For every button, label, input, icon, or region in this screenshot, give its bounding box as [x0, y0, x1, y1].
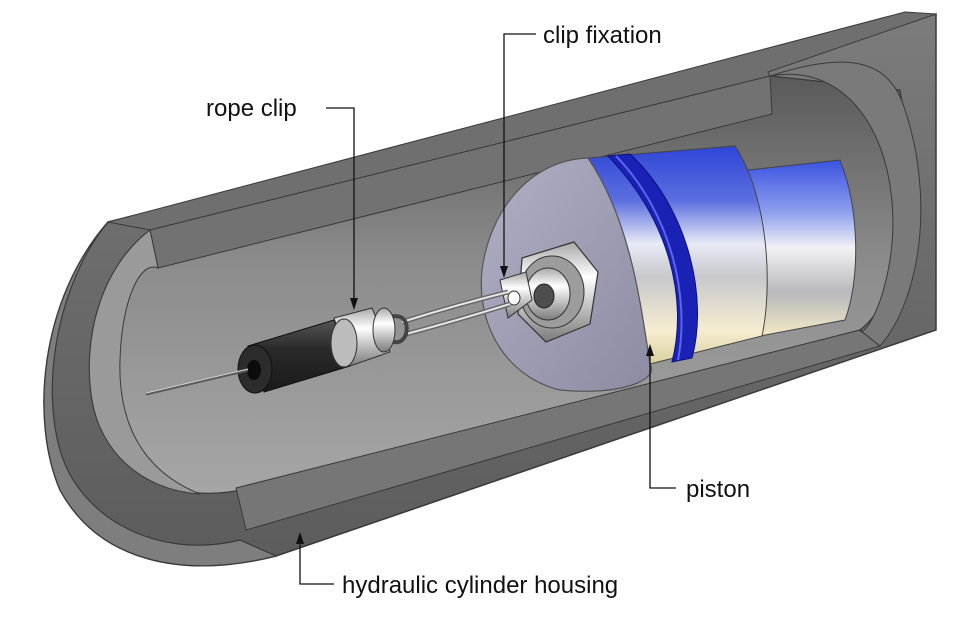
- leader-lines: [296, 33, 676, 585]
- piston-arrowhead: [646, 344, 654, 356]
- seal-ring: [606, 153, 698, 363]
- housing-leader: [299, 540, 334, 585]
- nut-bore: [533, 283, 555, 309]
- eye-bolt-hole: [507, 290, 521, 306]
- clip-fixation-arrowhead: [500, 266, 508, 278]
- housing-inner-left-lip: [88, 229, 201, 495]
- rope-clip: [145, 307, 396, 396]
- rope: [145, 368, 249, 396]
- wire-loop-lower-core: [405, 303, 511, 335]
- piston-assembly: [480, 145, 857, 392]
- rope-clip-leader: [326, 107, 355, 302]
- piston-leader: [649, 352, 676, 489]
- rope-clip-label: rope clip: [206, 95, 297, 122]
- rope-clip-ferrule-rear: [372, 307, 396, 353]
- piston-label: piston: [686, 476, 750, 503]
- clip-fixation: [499, 241, 599, 343]
- rope-clip-sleeve-bore: [247, 360, 261, 380]
- seal-ring-highlight: [615, 155, 683, 361]
- housing-arrowhead: [296, 532, 304, 544]
- wire-loop-upper-core: [401, 291, 509, 323]
- rope-clip-ferrule-front: [330, 318, 358, 368]
- clip-fixation-leader: [503, 33, 536, 270]
- housing-far-rim: [769, 61, 922, 347]
- housing-cut-face: [43, 221, 278, 567]
- housing-label: hydraulic cylinder housing: [342, 572, 618, 599]
- rope-clip-arrowhead: [350, 298, 358, 310]
- rope-highlight: [145, 368, 249, 394]
- clip-fixation-label: clip fixation: [543, 22, 662, 49]
